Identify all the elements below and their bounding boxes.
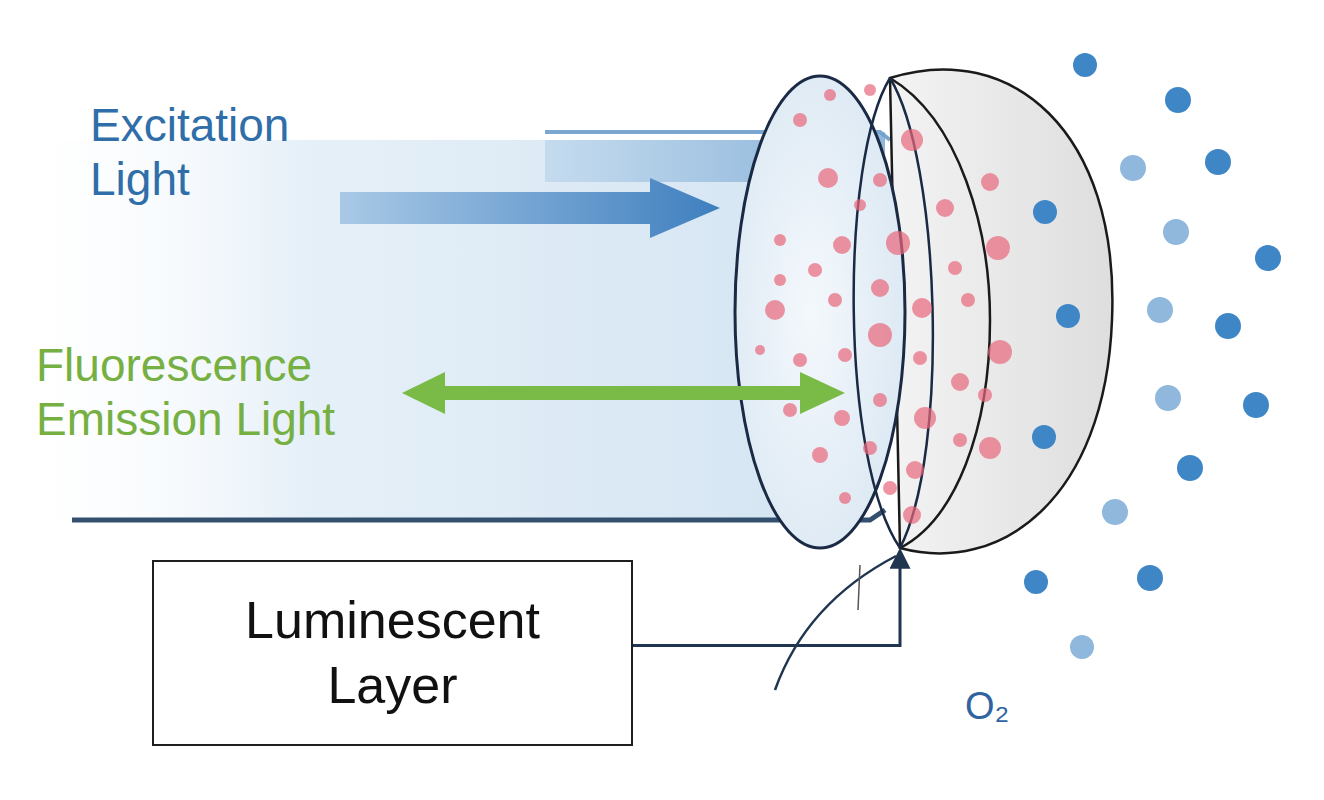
luminophore-dot <box>978 388 992 402</box>
layer-boundary <box>854 78 900 548</box>
excitation-label: Excitation Light <box>90 98 350 207</box>
oxygen-molecule <box>1024 570 1048 594</box>
luminophore-dot <box>871 279 889 297</box>
dome-shell <box>890 69 1112 553</box>
luminophore-dot <box>873 393 887 407</box>
luminophore-dot <box>774 234 786 246</box>
luminophore-dot <box>986 236 1010 260</box>
oxygen-molecule <box>1163 219 1189 245</box>
oxygen-molecules <box>1024 53 1281 659</box>
luminophore-dot <box>906 461 924 479</box>
luminophore-dot <box>953 433 967 447</box>
luminophore-dot <box>951 373 969 391</box>
layer-boundary <box>890 78 933 548</box>
oxygen-molecule <box>1177 455 1203 481</box>
emission-label: Fluorescence Emission Light <box>36 338 406 447</box>
luminophore-dot <box>755 345 765 355</box>
luminophore-dot <box>868 323 892 347</box>
luminophore-dot <box>834 410 850 426</box>
oxygen-molecule <box>1205 149 1231 175</box>
luminophore-dot <box>793 113 807 127</box>
luminophore-dot <box>833 236 851 254</box>
oxygen-molecule <box>1102 499 1128 525</box>
luminophore-dot <box>808 263 822 277</box>
luminophore-dot <box>864 84 876 96</box>
luminophore-dot <box>901 129 923 151</box>
oxygen-label: O₂ <box>965 684 1045 729</box>
luminophore-dot <box>886 231 910 255</box>
luminophore-dot <box>854 199 866 211</box>
oxygen-molecule <box>1032 425 1056 449</box>
oxygen-molecule <box>1165 87 1191 113</box>
luminophore-dot <box>988 340 1012 364</box>
emission-arrow <box>402 372 845 414</box>
oxygen-molecule <box>1215 313 1241 339</box>
pointer-curve <box>775 556 896 690</box>
luminophore-dot <box>818 168 838 188</box>
luminophore-dot <box>824 89 836 101</box>
tick-line <box>858 565 860 610</box>
oxygen-molecule <box>1056 304 1080 328</box>
luminescent-face <box>735 76 905 548</box>
label-box: Luminescent Layer <box>152 560 633 746</box>
luminophore-dot <box>812 447 828 463</box>
luminophore-dot <box>774 274 786 286</box>
box-label: Luminescent Layer <box>228 588 558 718</box>
luminophore-dot <box>765 300 785 320</box>
luminophore-dot <box>914 407 936 429</box>
luminophore-dot <box>981 173 999 191</box>
luminophore-dot <box>912 298 932 318</box>
luminophore-dot <box>913 351 927 365</box>
oxygen-molecule <box>1255 245 1281 271</box>
luminophore-dot <box>873 173 887 187</box>
luminophore-dot <box>863 441 877 455</box>
luminophore-dot <box>828 293 842 307</box>
fiber-bottom-edge <box>72 510 885 520</box>
oxygen-molecule <box>1070 635 1094 659</box>
luminophore-dot <box>961 293 975 307</box>
excitation-arrow <box>340 178 720 238</box>
oxygen-molecule <box>1073 53 1097 77</box>
oxygen-molecule <box>1155 385 1181 411</box>
luminophore-dots <box>755 84 1012 524</box>
luminophore-dot <box>903 506 921 524</box>
oxygen-molecule <box>1243 392 1269 418</box>
leader-line <box>633 552 900 646</box>
oxygen-molecule <box>1033 200 1057 224</box>
luminophore-dot <box>839 492 851 504</box>
oxygen-molecule <box>1120 155 1146 181</box>
luminophore-dot <box>936 199 954 217</box>
oxygen-molecule <box>1147 297 1173 323</box>
luminophore-dot <box>883 481 897 495</box>
oxygen-molecule <box>1137 565 1163 591</box>
luminophore-dot <box>793 353 807 367</box>
luminophore-dot <box>838 348 852 362</box>
luminophore-dot <box>948 261 962 275</box>
luminophore-dot <box>783 403 797 417</box>
luminophore-dot <box>979 437 1001 459</box>
